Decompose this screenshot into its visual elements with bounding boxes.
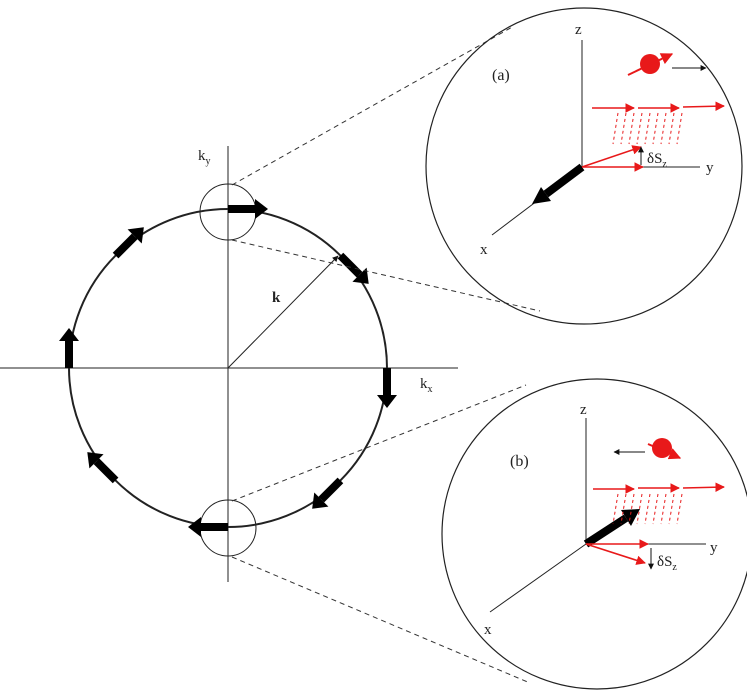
inset-a-wave-hatching bbox=[612, 112, 683, 145]
inset-a-wave-arrows bbox=[592, 101, 725, 113]
inset-a-x-label: x bbox=[480, 242, 488, 258]
inset-b-wave-arrows bbox=[593, 482, 725, 494]
inset-b-x-axis bbox=[489, 543, 587, 613]
spin-arrow-5 bbox=[87, 452, 119, 484]
spin-arrow-shaft bbox=[93, 458, 119, 484]
spin-arrow-head bbox=[188, 517, 201, 537]
spin-arrow-4 bbox=[188, 517, 228, 537]
inset-a-z-label: z bbox=[575, 22, 582, 38]
inset-a-delta-label: δSz bbox=[647, 151, 667, 170]
inset-b-x-label: x bbox=[484, 622, 492, 638]
spin-arrow-7 bbox=[112, 227, 144, 259]
ky-axis-label: ky bbox=[198, 148, 211, 167]
spin-arrow-shaft bbox=[337, 252, 363, 278]
spin-arrow-shaft bbox=[318, 477, 344, 503]
spin-arrow-1 bbox=[337, 252, 369, 284]
inset-b-delta-label: δSz bbox=[657, 554, 677, 573]
inset-a: (a) z y x δSz bbox=[425, 7, 743, 325]
inset-a-spin-arrowhead bbox=[532, 187, 551, 204]
spin-arrow-head bbox=[127, 227, 144, 244]
inset-a-spin-arrow bbox=[543, 163, 585, 198]
spin-arrow-shaft bbox=[112, 233, 138, 259]
inset-b-wave-hatching bbox=[612, 493, 683, 525]
spin-arrow-head bbox=[87, 452, 104, 469]
inset-a-electron-spin bbox=[627, 53, 674, 76]
spin-arrow-head bbox=[352, 267, 369, 284]
spin-arrow-head bbox=[255, 199, 268, 219]
spin-arrow-6 bbox=[59, 328, 79, 368]
spin-arrow-head bbox=[59, 328, 79, 341]
inset-b-tilted-arrow bbox=[585, 543, 646, 565]
inset-b-panel-label: (b) bbox=[510, 453, 529, 470]
kx-axis-label: kx bbox=[420, 376, 433, 395]
inset-b-spin-arrowhead bbox=[621, 509, 640, 526]
spin-arrow-3 bbox=[312, 477, 344, 509]
spin-arrow-0 bbox=[228, 199, 268, 219]
inset-b-frame bbox=[441, 378, 747, 690]
k-space-plot: k ky kx bbox=[0, 146, 458, 582]
inset-b-spin-arrow bbox=[583, 514, 629, 548]
spin-arrow-head bbox=[377, 395, 397, 408]
inset-b-electron-spin bbox=[647, 443, 682, 460]
spin-arrows bbox=[59, 199, 397, 537]
k-vector bbox=[227, 255, 339, 369]
spin-arrow-head bbox=[312, 492, 329, 509]
spin-arrow-2 bbox=[377, 368, 397, 408]
k-vector-label: k bbox=[272, 290, 281, 306]
inset-a-frame bbox=[425, 7, 743, 325]
inset-a-panel-label: (a) bbox=[492, 67, 510, 84]
inset-a-tilted-arrow bbox=[581, 145, 642, 168]
inset-b-y-label: y bbox=[710, 540, 718, 556]
zoom-connectors bbox=[231, 25, 541, 684]
inset-b: (b) z y x δSz bbox=[441, 378, 747, 690]
inset-a-y-label: y bbox=[706, 160, 714, 176]
inset-b-z-label: z bbox=[580, 402, 587, 418]
